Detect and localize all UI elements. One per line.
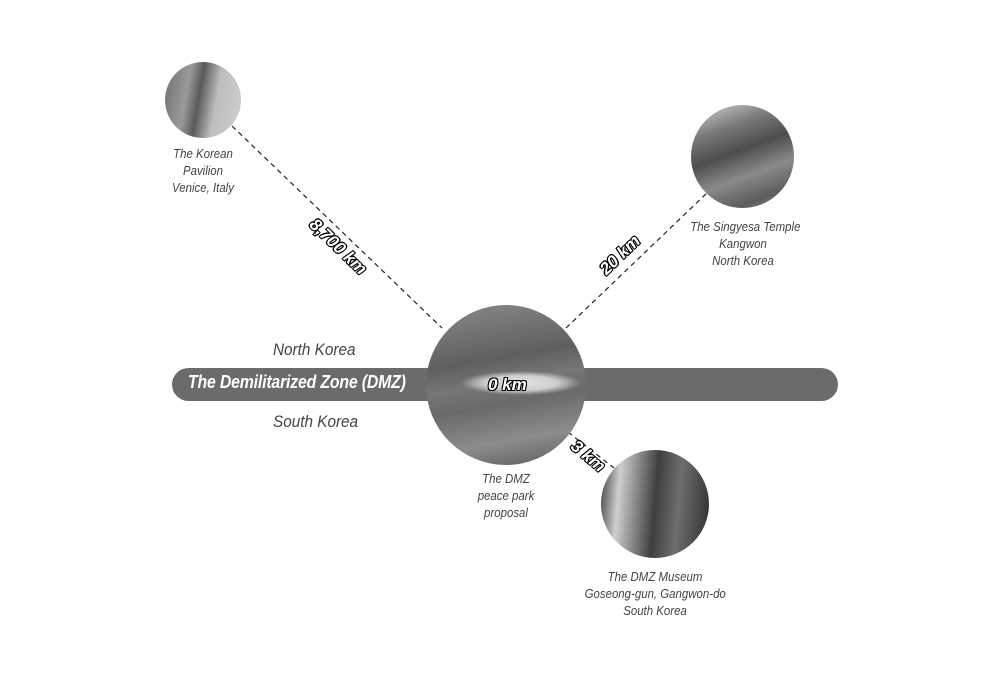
connector-pavilion	[231, 125, 443, 329]
caption-korean-pavilion: The Korean Pavilion Venice, Italy	[172, 146, 234, 195]
south-korea-label: South Korea	[273, 412, 359, 431]
dmz-bar-label: The Demilitarized Zone (DMZ)	[188, 372, 406, 392]
caption-dmz-museum: The DMZ Museum Goseong-gun, Gangwon-do S…	[584, 569, 726, 618]
dmz-museum-photo	[601, 450, 709, 558]
connector-museum	[567, 431, 615, 469]
north-korea-label: North Korea	[273, 340, 356, 359]
singyesa-temple-photo	[691, 105, 794, 208]
dmz-peace-park-photo	[426, 305, 586, 465]
connector-temple	[565, 191, 709, 329]
distance-center: 0 km	[488, 375, 527, 394]
caption-peace-park: The DMZ peace park proposal	[477, 471, 535, 520]
korean-pavilion-photo	[165, 62, 241, 138]
caption-singyesa-temple: The Singyesa Temple Kangwon North Korea	[690, 219, 801, 268]
